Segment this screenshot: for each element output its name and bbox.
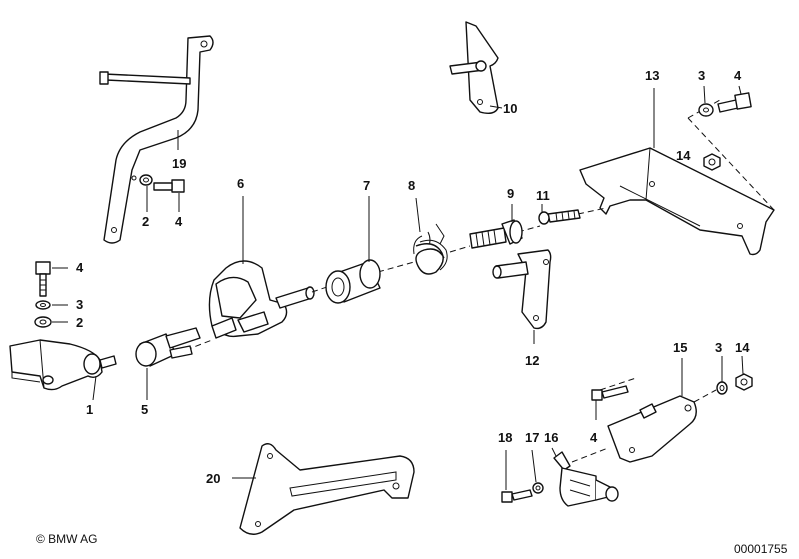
label-15: 15 [673,340,687,355]
part-4-bolt-top-right [717,92,752,113]
label-9: 9 [507,186,514,201]
label-19: 19 [172,156,186,171]
label-4-left: 4 [76,260,84,275]
part-3-washer-left [35,300,51,310]
part-2-washer-upper [139,174,153,186]
label-2-upper: 2 [142,214,149,229]
part-18-bolt [501,489,533,503]
part-20-plate [239,443,415,535]
label-4-top-right: 4 [734,68,742,83]
label-14-top: 14 [676,148,691,163]
label-3-left: 3 [76,297,83,312]
part-1-bracket [9,339,117,391]
part-8-spring [413,223,448,275]
label-13: 13 [645,68,659,83]
label-6: 6 [237,176,244,191]
part-5-clevis [135,327,201,367]
label-4-lower-right: 4 [590,430,598,445]
part-7-bushing [325,259,381,304]
part-9-threaded-bushing [469,219,523,249]
part-14-nut-lower-right [735,373,753,391]
part-16-switch [553,451,619,507]
part-17-washer [532,482,544,494]
label-12: 12 [525,353,539,368]
part-4-bolt-left [35,261,51,297]
part-4-bolt-lower-right [591,385,629,401]
label-14-lower-right: 14 [735,340,750,355]
part-15-bracket [607,395,697,463]
label-5: 5 [141,402,148,417]
part-10-bracket [449,21,499,115]
label-4-upper: 4 [175,214,183,229]
part-14-nut-top [703,153,721,171]
label-3-top-right: 3 [698,68,705,83]
part-12-bracket [492,249,552,330]
label-18: 18 [498,430,512,445]
part-6-lever [208,260,315,339]
part-2-washer-left [34,316,52,328]
copyright-text: © BMW AG [36,532,98,546]
part-3-washer-top-right [698,103,714,117]
label-10: 10 [503,101,517,116]
label-1: 1 [86,402,93,417]
part-3-washer-lower-right [716,381,728,395]
label-8: 8 [408,178,415,193]
drawing-number: 00001755 [734,542,788,556]
label-20: 20 [206,471,220,486]
part-11-screw [538,209,581,225]
part-19-bracket [99,35,214,244]
label-17: 17 [525,430,539,445]
part-13-bracket [579,147,775,256]
label-3-lower-right: 3 [715,340,722,355]
label-16: 16 [544,430,558,445]
label-2-left: 2 [76,315,83,330]
label-7: 7 [363,178,370,193]
part-4-bolt-upper [153,179,185,193]
label-11: 11 [536,188,550,203]
